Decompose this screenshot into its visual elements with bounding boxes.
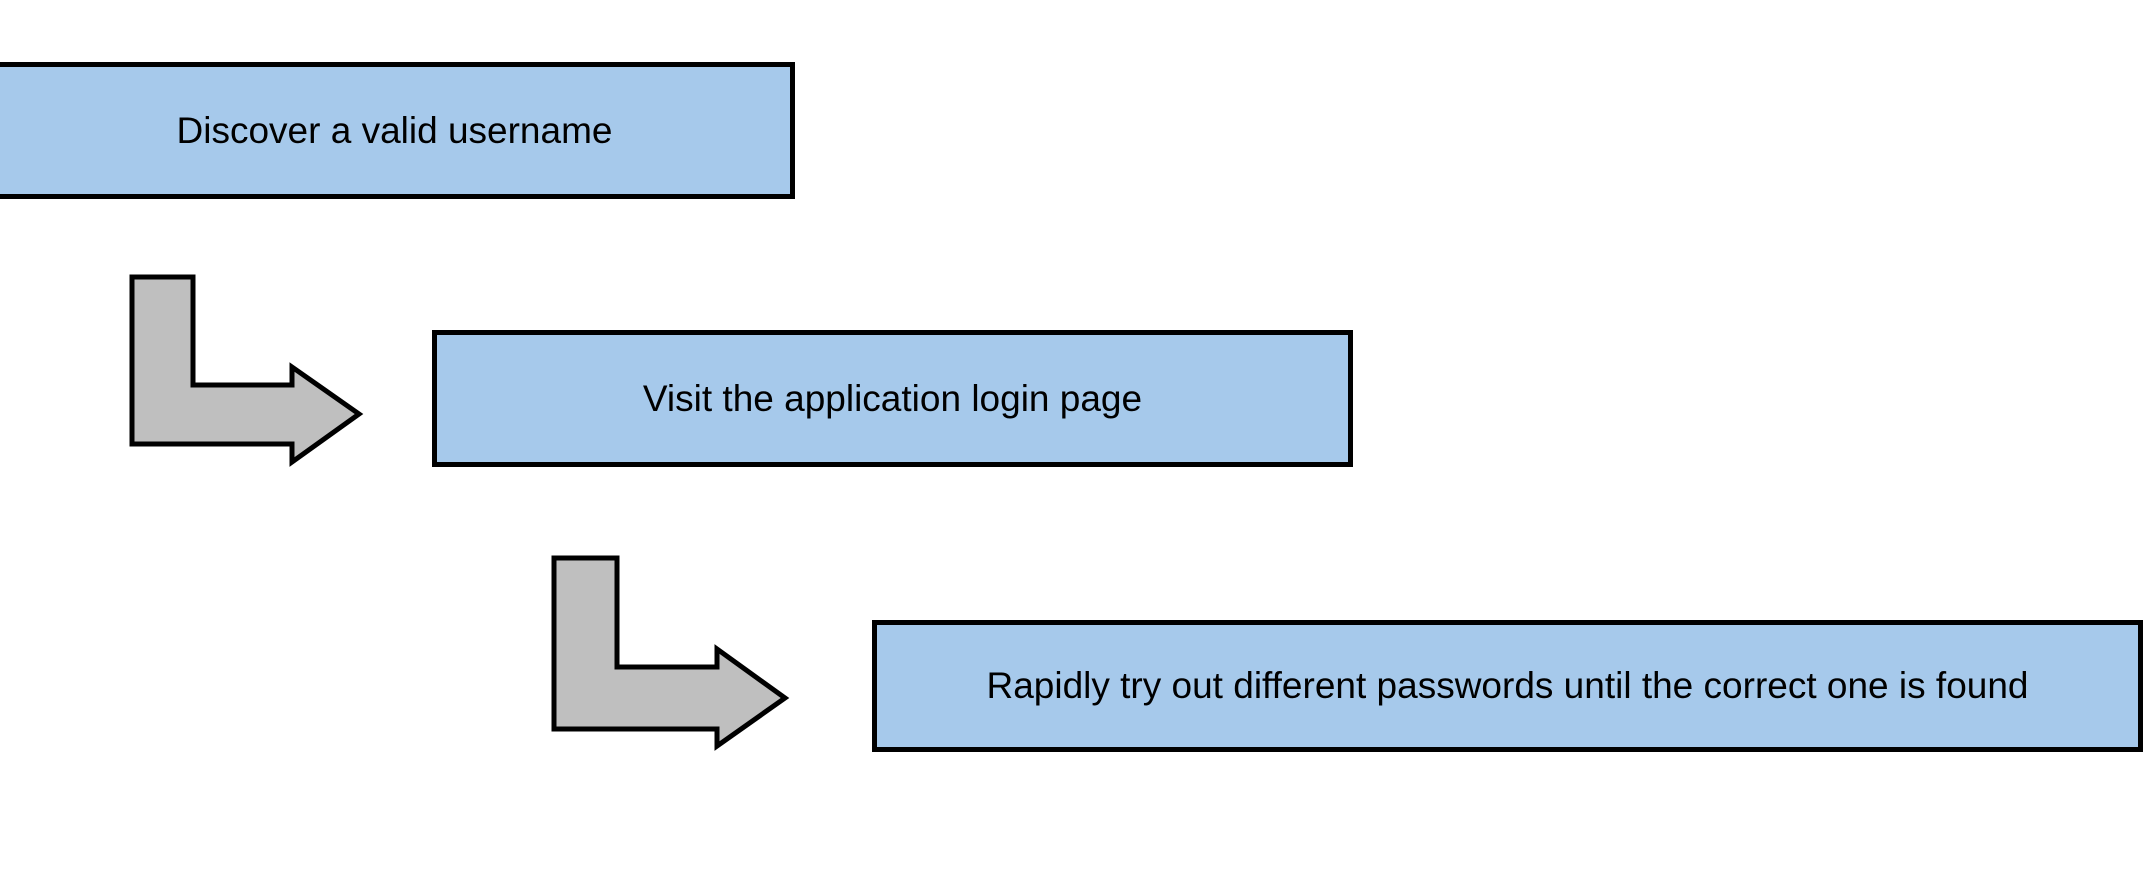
bent-arrow-right-icon <box>551 555 790 751</box>
step-label: Discover a valid username <box>176 109 613 151</box>
step-box-try-passwords: Rapidly try out different passwords unti… <box>872 620 2143 752</box>
step-box-discover-username: Discover a valid username <box>0 62 795 199</box>
step-label: Rapidly try out different passwords unti… <box>986 665 2029 706</box>
bent-arrow-right-icon <box>129 274 364 467</box>
step-label: Visit the application login page <box>642 377 1143 419</box>
step-box-visit-login-page: Visit the application login page <box>432 330 1353 467</box>
